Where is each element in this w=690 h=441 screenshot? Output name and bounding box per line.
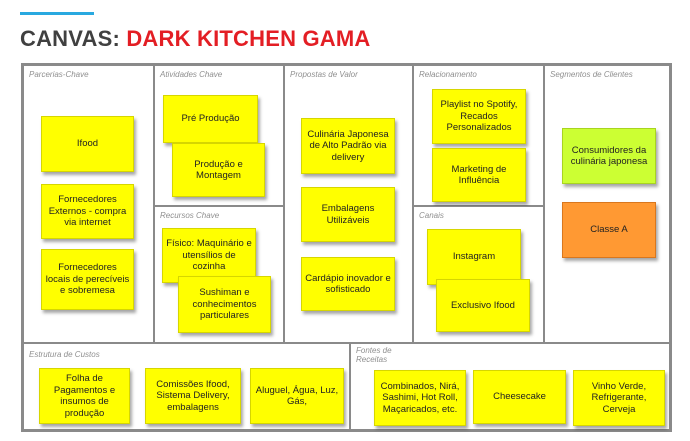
sticky-note[interactable]: Consumidores da culinária japonesa: [562, 128, 656, 184]
sticky-note[interactable]: Cheesecake: [473, 370, 566, 424]
block-label: Atividades Chave: [160, 70, 223, 79]
title-prefix: CANVAS:: [20, 26, 120, 51]
block-estrutura-de-custos: Estrutura de Custos Folha de Pagamentos …: [23, 343, 350, 430]
sticky-note[interactable]: Exclusivo Ifood: [436, 279, 530, 332]
sticky-note[interactable]: Aluguel, Água, Luz, Gás,: [250, 368, 344, 424]
sticky-note[interactable]: Sushiman e conhecimentos particulares: [178, 276, 271, 333]
block-label: Fontes de Receitas: [356, 346, 392, 364]
block-relacionamento: Relacionamento Playlist no Spotify, Reca…: [413, 65, 544, 206]
sticky-note[interactable]: Fornecedores locais de perecíveis e sobr…: [41, 249, 134, 310]
sticky-note[interactable]: Vinho Verde, Refrigerante, Cerveja: [573, 370, 665, 426]
block-recursos-chave: Recursos Chave Físico: Maquinário e uten…: [154, 206, 284, 343]
block-fontes-de-receitas: Fontes de Receitas Combinados, Nirá, Sas…: [350, 343, 670, 430]
block-label: Parcerias-Chave: [29, 70, 89, 79]
block-label: Canais: [419, 211, 444, 220]
sticky-note[interactable]: Marketing de Influência: [432, 148, 526, 202]
block-segmentos-de-clientes: Segmentos de Clientes Consumidores da cu…: [544, 65, 670, 343]
block-label: Recursos Chave: [160, 211, 220, 220]
page-title: CANVAS: DARK KITCHEN GAMA: [20, 26, 370, 52]
title-main: DARK KITCHEN GAMA: [126, 26, 371, 51]
sticky-note[interactable]: Cardápio inovador e sofisticado: [301, 257, 395, 311]
sticky-note[interactable]: Embalagens Utilizáveis: [301, 187, 395, 242]
sticky-note[interactable]: Culinária Japonesa de Alto Padrão via de…: [301, 118, 395, 174]
sticky-note[interactable]: Combinados, Nirá, Sashimi, Hot Roll, Maç…: [374, 370, 466, 426]
sticky-note[interactable]: Classe A: [562, 202, 656, 258]
sticky-note[interactable]: Comissões Ifood, Sistema Delivery, embal…: [145, 368, 241, 424]
block-parcerias-chave: Parcerias-Chave Ifood Fornecedores Exter…: [23, 65, 154, 343]
block-label: Estrutura de Custos: [29, 350, 100, 359]
sticky-note[interactable]: Playlist no Spotify, Recados Personaliza…: [432, 89, 526, 144]
sticky-note[interactable]: Instagram: [427, 229, 521, 285]
sticky-note[interactable]: Fornecedores Externos - compra via inter…: [41, 184, 134, 239]
block-atividades-chave: Atividades Chave Pré Produção Produção e…: [154, 65, 284, 206]
sticky-note[interactable]: Físico: Maquinário e utensílios de cozin…: [162, 228, 256, 283]
header-accent-line: [20, 12, 94, 15]
business-model-canvas: Parcerias-Chave Ifood Fornecedores Exter…: [21, 63, 672, 432]
sticky-note[interactable]: Pré Produção: [163, 95, 258, 143]
block-label: Relacionamento: [419, 70, 477, 79]
sticky-note[interactable]: Ifood: [41, 116, 134, 172]
block-label: Propostas de Valor: [290, 70, 358, 79]
sticky-note[interactable]: Produção e Montagem: [172, 143, 265, 197]
block-propostas-de-valor: Propostas de Valor Culinária Japonesa de…: [284, 65, 413, 343]
block-canais: Canais Instagram Exclusivo Ifood: [413, 206, 544, 343]
block-label: Segmentos de Clientes: [550, 70, 633, 79]
sticky-note[interactable]: Folha de Pagamentos e insumos de produçã…: [39, 368, 130, 424]
